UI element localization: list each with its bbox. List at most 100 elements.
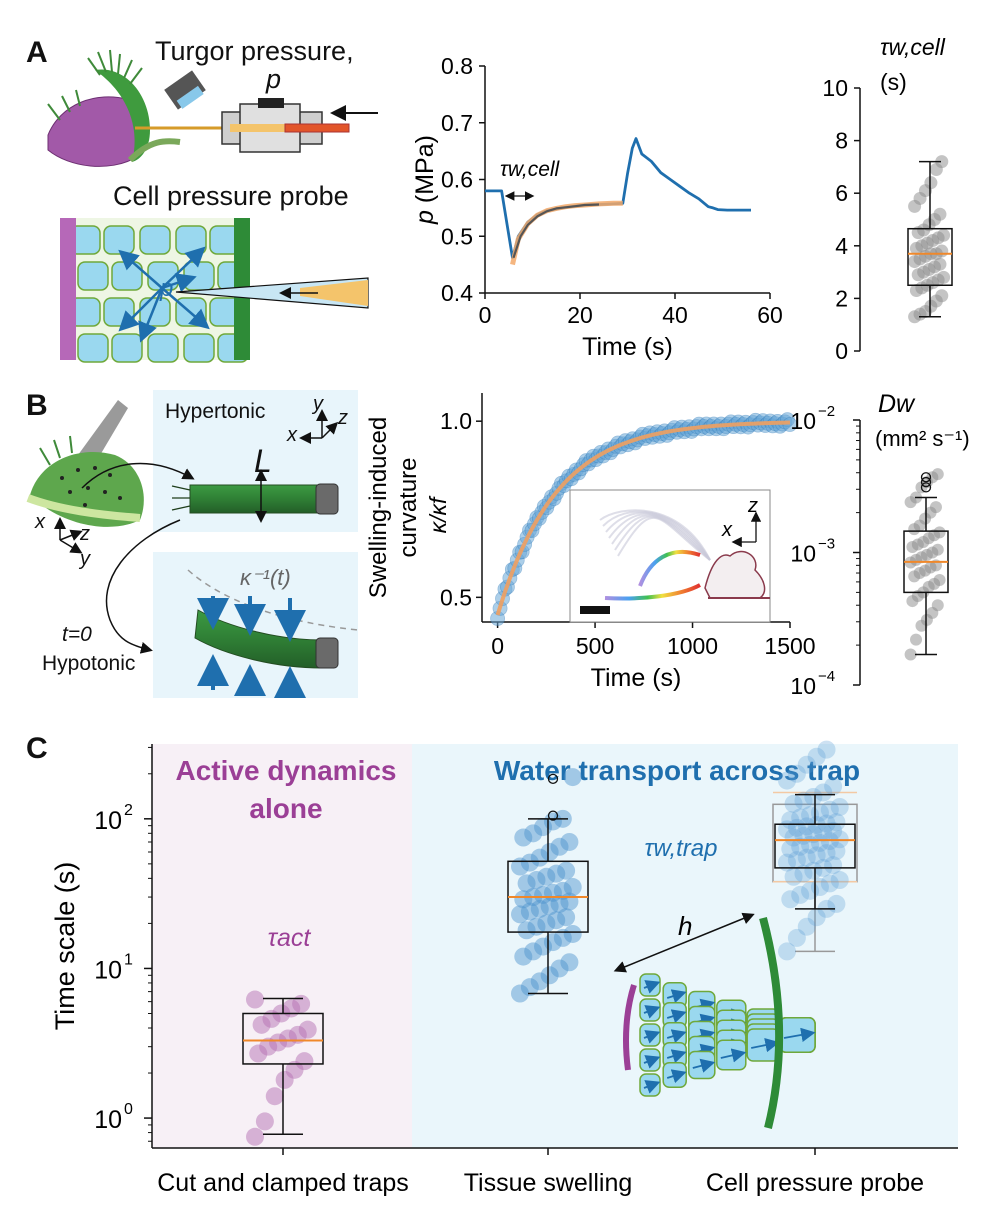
dw-outlier bbox=[920, 476, 932, 488]
y-axis-label-line1: Swelling-induced bbox=[365, 417, 392, 598]
water-flow-arrow bbox=[751, 1038, 780, 1053]
box-active-point bbox=[246, 990, 264, 1009]
axis-x-label-sketch: x bbox=[34, 511, 46, 533]
water-flow-arrow bbox=[666, 1069, 687, 1084]
box-swelling-point bbox=[560, 953, 579, 972]
box-swelling-point bbox=[563, 768, 582, 787]
x-tick-label: 1500 bbox=[764, 633, 815, 659]
dw-point bbox=[929, 501, 942, 514]
y-tick-exponent: 2 bbox=[124, 802, 133, 819]
tau-cell-point bbox=[935, 155, 949, 169]
x-tick-label: 40 bbox=[662, 302, 688, 328]
box-swelling-point bbox=[537, 914, 556, 933]
box-probe-point bbox=[787, 764, 806, 783]
y-tick-label: 10 bbox=[790, 541, 816, 567]
box-swelling-point bbox=[547, 911, 566, 930]
series-line-1 bbox=[510, 200, 623, 266]
box-swelling-outlier bbox=[547, 810, 559, 821]
box-swelling-point bbox=[540, 966, 559, 985]
box-swelling-point bbox=[514, 828, 533, 847]
box-swelling-point bbox=[530, 899, 549, 918]
title-water-transport: Water transport across trap bbox=[494, 755, 860, 786]
x-tick-label: Cut and clamped traps bbox=[157, 1169, 409, 1197]
y-tick-label: 6 bbox=[835, 180, 848, 206]
box-swelling-point bbox=[557, 861, 576, 880]
box-probe-point bbox=[820, 800, 839, 819]
pressure-arrow bbox=[161, 287, 210, 330]
thickness-label: h bbox=[678, 911, 692, 941]
dw-point bbox=[910, 633, 923, 646]
box-swelling-point bbox=[534, 885, 553, 904]
series-line-0 bbox=[485, 137, 751, 260]
tissue-cell bbox=[77, 333, 109, 363]
water-flow-arrow bbox=[643, 1055, 661, 1069]
box-active-point bbox=[265, 1087, 284, 1106]
box-probe-point bbox=[794, 791, 813, 810]
tissue-cell bbox=[183, 333, 215, 363]
box-active-point bbox=[255, 1112, 274, 1131]
box-active-point bbox=[295, 1052, 314, 1071]
y-tick-label: 10 bbox=[790, 673, 816, 699]
inset-holder bbox=[704, 550, 766, 599]
box-probe-point bbox=[810, 833, 829, 852]
tissue-cell bbox=[111, 333, 143, 363]
tau-cell-point bbox=[937, 270, 951, 284]
tau-cell-point bbox=[935, 244, 949, 258]
tau-cell-point bbox=[933, 257, 947, 271]
box-probe-point bbox=[827, 813, 846, 832]
box-probe-point bbox=[824, 777, 843, 796]
pressure-probe-holder bbox=[135, 98, 378, 153]
axis-z-label-sketch: z bbox=[79, 523, 90, 545]
water-flow-arrow bbox=[666, 1009, 687, 1024]
series-line-2 bbox=[512, 203, 600, 259]
box-probe-point bbox=[778, 853, 796, 872]
tissue-cell bbox=[77, 261, 109, 291]
box-probe-point bbox=[787, 851, 806, 870]
pressure-symbol-label: p bbox=[265, 64, 281, 94]
y-tick-label: 0.8 bbox=[441, 53, 473, 79]
inset-strip-trace bbox=[604, 583, 701, 601]
flytrap-illustration-b bbox=[26, 400, 144, 554]
y-axis-label-symbol: κ/κf bbox=[425, 495, 451, 533]
y-tick-exponent: −4 bbox=[818, 668, 835, 685]
box-probe-point bbox=[807, 908, 826, 927]
box-probe-point bbox=[784, 794, 803, 813]
box-swelling-point bbox=[553, 881, 572, 900]
y-tick-label: 10 bbox=[822, 75, 848, 101]
hypertonic-label: Hypertonic bbox=[165, 400, 265, 423]
dw-outlier bbox=[920, 472, 932, 483]
thickness-arrow bbox=[613, 912, 755, 973]
tau-act-label: τact bbox=[268, 924, 312, 952]
y-tick-label: 0.5 bbox=[441, 223, 473, 249]
box-swelling-point bbox=[540, 843, 559, 862]
box-swelling-point bbox=[553, 928, 572, 947]
turgor-pressure-label: Turgor pressure, bbox=[155, 36, 354, 66]
box-swelling-point bbox=[537, 867, 556, 886]
axis-y-label-sketch: y bbox=[78, 548, 91, 570]
y-tick-label: 10 bbox=[790, 408, 816, 434]
axis-z-hyper: z bbox=[337, 407, 348, 429]
dw-point bbox=[931, 543, 944, 556]
box-title: τw,cell bbox=[880, 34, 946, 60]
pipette-oil bbox=[300, 280, 368, 306]
cell-pressure-probe-label: Cell pressure probe bbox=[113, 181, 349, 211]
box-probe-box bbox=[774, 823, 856, 869]
bg-water-transport bbox=[412, 744, 958, 1148]
box-unit: (mm² s⁻¹) bbox=[875, 426, 970, 451]
box-swelling-point bbox=[540, 897, 559, 916]
box-probe-point bbox=[791, 808, 810, 827]
box-swelling-point bbox=[563, 878, 582, 897]
box-probe-point bbox=[824, 856, 843, 875]
y-tick-label: 10 bbox=[94, 1106, 122, 1134]
box-swelling-point bbox=[520, 853, 539, 872]
y-tick-label: 10 bbox=[94, 956, 122, 984]
box-swelling-point bbox=[550, 959, 569, 978]
box-swelling-point bbox=[530, 972, 549, 991]
water-flow-arrow bbox=[692, 1058, 716, 1073]
box-probe-point bbox=[814, 823, 833, 842]
box-swelling-outlier bbox=[547, 773, 559, 784]
box-swelling-point bbox=[524, 824, 543, 843]
box-probe-point bbox=[807, 846, 826, 865]
